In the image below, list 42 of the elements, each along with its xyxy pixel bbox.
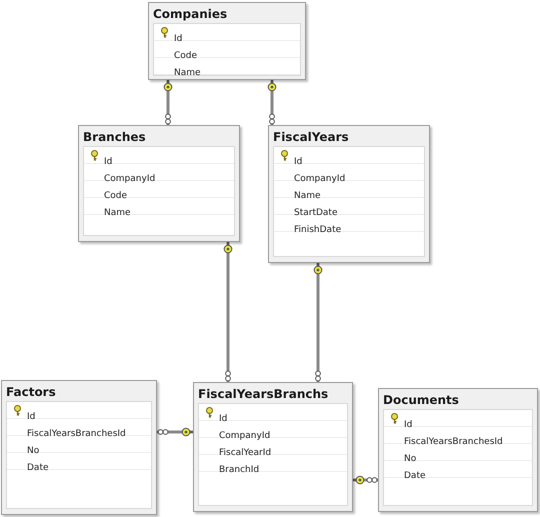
column-name: Date <box>404 471 426 481</box>
column-name: Id <box>174 34 182 44</box>
table-box <box>78 125 240 242</box>
column-name: Id <box>404 420 412 430</box>
column-name: CompanyId <box>104 174 156 184</box>
table-title: Branches <box>83 129 147 146</box>
relationship-line <box>163 79 173 125</box>
relationship-line <box>223 241 233 382</box>
column-name: FinishDate <box>294 225 342 235</box>
table-title: Factors <box>6 384 57 401</box>
column-name: Code <box>104 191 128 201</box>
column-name: FiscalYearsBranchesId <box>27 429 126 439</box>
column-name: Id <box>294 157 302 167</box>
column-name: No <box>404 454 416 464</box>
column-name: FiscalYearId <box>219 448 272 458</box>
column-name: Code <box>174 51 198 61</box>
relationship-line <box>352 475 378 485</box>
column-name: FiscalYearsBranchesId <box>404 437 503 447</box>
column-name: Id <box>27 412 36 422</box>
column-name: Id <box>104 157 112 167</box>
table-title: FiscalYears <box>273 129 350 146</box>
column-name: Name <box>174 68 201 78</box>
relationship-line <box>313 262 323 382</box>
column-name: StartDate <box>294 208 338 218</box>
table-box <box>268 125 430 263</box>
table-title: Companies <box>153 6 228 23</box>
table-title: FiscalYearsBranchs <box>198 386 330 403</box>
table-box <box>193 382 353 512</box>
column-name: Name <box>104 208 131 218</box>
column-name: BranchId <box>219 465 260 475</box>
column-name: No <box>27 446 40 456</box>
relationship-line <box>157 427 194 437</box>
table-title: Documents <box>383 392 460 409</box>
column-name: Date <box>27 463 49 473</box>
column-name: Name <box>294 191 321 201</box>
relationship-line <box>267 79 277 125</box>
table-box <box>148 2 306 80</box>
table-box <box>1 380 157 515</box>
column-name: Id <box>219 414 228 424</box>
table-box <box>378 388 538 512</box>
column-name: CompanyId <box>294 174 346 184</box>
column-name: CompanyId <box>219 431 270 441</box>
